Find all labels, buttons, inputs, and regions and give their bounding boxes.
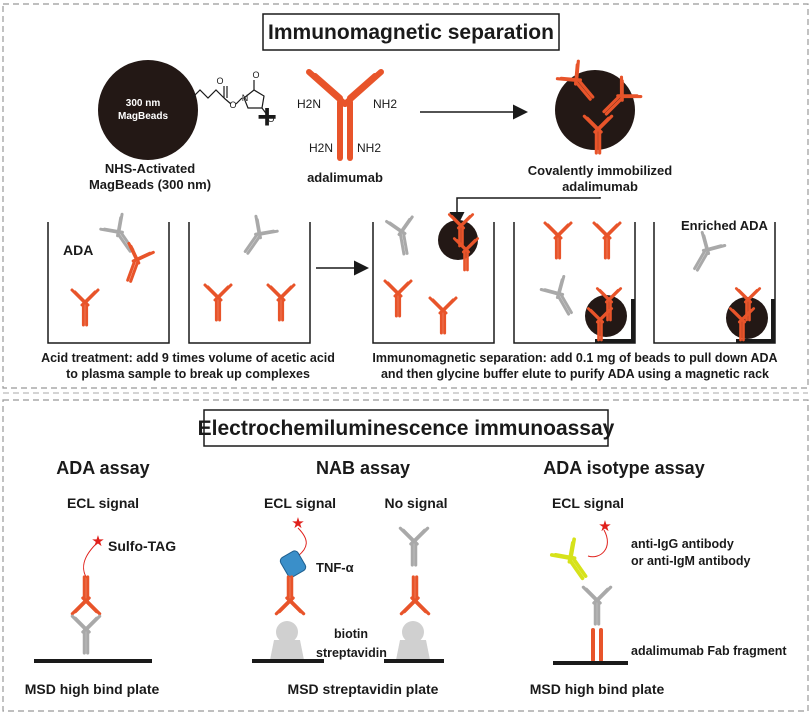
nhs-n: N bbox=[242, 93, 249, 103]
section2-title-box bbox=[203, 409, 609, 447]
nhs-o-4: O bbox=[267, 114, 274, 124]
enriched-ada-label: Enriched ADA bbox=[681, 218, 769, 233]
acid-caption-1: Acid treatment: add 9 times volume of ac… bbox=[41, 351, 335, 365]
section1-frame bbox=[2, 3, 809, 389]
biotin-label: biotin bbox=[334, 627, 368, 641]
ims-caption-1: Immunomagnetic separation: add 0.1 mg of… bbox=[372, 351, 777, 365]
tnf-label: TNF-α bbox=[316, 560, 354, 575]
h2n-label-1: H2N bbox=[297, 97, 321, 111]
ada-assay-heading: ADA assay bbox=[56, 458, 149, 478]
ada-ecl-signal: ECL signal bbox=[67, 495, 139, 511]
well-5 bbox=[653, 222, 776, 344]
tnf-alpha-icon bbox=[279, 550, 307, 578]
h2n-label-2: H2N bbox=[309, 141, 333, 155]
adalimumab-antibody-icon bbox=[306, 69, 384, 161]
well1-ada bbox=[99, 212, 144, 260]
isotype-plate-label: MSD high bind plate bbox=[530, 681, 665, 697]
well-1 bbox=[47, 222, 170, 344]
nab-star-icon: ★ bbox=[291, 515, 304, 532]
well-3 bbox=[372, 222, 495, 344]
section1-title: Immunomagnetic separation bbox=[268, 21, 554, 44]
ada-detection-drug bbox=[70, 575, 102, 616]
ims-caption-2: and then glycine buffer elute to purify … bbox=[381, 367, 769, 381]
well2-drug-1 bbox=[203, 283, 233, 322]
magnet-rack-5 bbox=[736, 299, 775, 343]
ada-label: ADA bbox=[63, 242, 93, 258]
nab-assay-heading: NAB assay bbox=[316, 458, 410, 478]
sulfo-tag-label: Sulfo-TAG bbox=[108, 538, 176, 554]
bead-text-2: MagBeads bbox=[118, 111, 168, 122]
well-4 bbox=[513, 222, 636, 344]
isotype-tag-linker bbox=[587, 529, 608, 558]
section1-title-box bbox=[262, 13, 560, 51]
nhs-o-2: O bbox=[229, 100, 236, 110]
nab-tag-linker bbox=[297, 527, 307, 557]
anti-antibody-label-2: or anti-IgM antibody bbox=[631, 554, 750, 568]
anti-antibody-label-1: anti-IgG antibody bbox=[631, 537, 734, 551]
well-2 bbox=[188, 222, 311, 344]
well4-ada bbox=[539, 275, 583, 322]
nhs-o-3: O bbox=[252, 70, 259, 80]
streptavidin-label: streptavidin bbox=[316, 646, 387, 660]
immobilized-bead-icon bbox=[555, 70, 635, 150]
immob-caption-1: Covalently immobilized bbox=[528, 163, 673, 178]
nh2-label-2: NH2 bbox=[357, 141, 381, 155]
fab-label: adalimumab Fab fragment bbox=[631, 644, 787, 658]
arrow-to-wells bbox=[449, 197, 601, 227]
adalimumab-caption: adalimumab bbox=[307, 170, 383, 185]
nhs-ester-structure bbox=[191, 80, 269, 117]
nh2-label-1: NH2 bbox=[373, 97, 397, 111]
nab-ecl-signal: ECL signal bbox=[264, 495, 336, 511]
anti-isotype-antibody bbox=[549, 537, 598, 587]
bead-text-1: 300 nm bbox=[126, 98, 161, 109]
streptavidin-biotin-icon bbox=[270, 621, 304, 660]
well4-drug-1 bbox=[543, 221, 573, 260]
ada-captured-ada bbox=[70, 614, 102, 655]
well3-drug-1 bbox=[383, 279, 413, 318]
section2-title: Electrochemiluminescence immunoassay bbox=[198, 417, 615, 440]
fab-fragment-icon bbox=[591, 628, 603, 662]
well4-drug-2 bbox=[592, 221, 622, 260]
nhs-o-1: O bbox=[216, 76, 223, 86]
isotype-star-icon: ★ bbox=[598, 518, 611, 535]
acid-caption-2: to plasma sample to break up complexes bbox=[66, 367, 310, 381]
well2-drug-2 bbox=[266, 283, 296, 322]
magbead-icon bbox=[98, 60, 198, 160]
magnet-rack-4 bbox=[595, 299, 635, 343]
well1-drug-1 bbox=[115, 241, 155, 287]
nab-drug-1 bbox=[274, 575, 306, 616]
plus-sign: + bbox=[257, 98, 277, 136]
nab-plate-label: MSD streptavidin plate bbox=[288, 681, 439, 697]
nab-no-signal: No signal bbox=[384, 495, 447, 511]
streptavidin-biotin-icon-2 bbox=[396, 621, 430, 660]
wells bbox=[47, 222, 776, 344]
nab-blocking-ada bbox=[398, 526, 430, 567]
well1-drug-2 bbox=[70, 288, 100, 327]
well3-ada bbox=[385, 215, 420, 258]
isotype-assay-heading: ADA isotype assay bbox=[543, 458, 704, 478]
immob-caption-2: adalimumab bbox=[562, 179, 638, 194]
nhs-caption-1: NHS-Activated bbox=[105, 161, 195, 176]
nhs-caption-2: MagBeads (300 nm) bbox=[89, 177, 211, 192]
ada-plate-label: MSD high bind plate bbox=[25, 681, 160, 697]
well3-drug-2 bbox=[428, 296, 458, 335]
well5-ada bbox=[683, 231, 727, 278]
well2-ada bbox=[234, 214, 279, 262]
section2-frame bbox=[2, 399, 809, 712]
nab-drug-2 bbox=[399, 575, 431, 616]
isotype-ecl-signal: ECL signal bbox=[552, 495, 624, 511]
isotype-captured-ada bbox=[581, 585, 613, 626]
